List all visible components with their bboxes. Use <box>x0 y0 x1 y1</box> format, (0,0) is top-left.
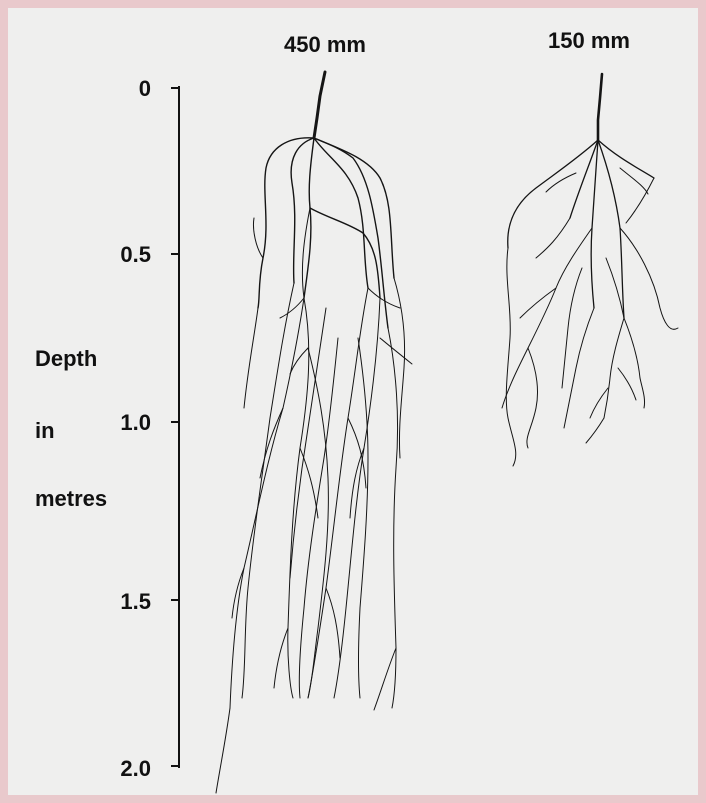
main-stem <box>598 74 602 140</box>
main-stem <box>314 72 325 138</box>
figure-panel: 450 mm 150 mm Depth in metres 0 0.5 1.0 … <box>8 8 698 795</box>
depth-axis <box>171 86 179 768</box>
root-system-450mm <box>216 72 412 793</box>
root-drawing <box>8 8 698 795</box>
root-system-150mm <box>502 74 678 466</box>
